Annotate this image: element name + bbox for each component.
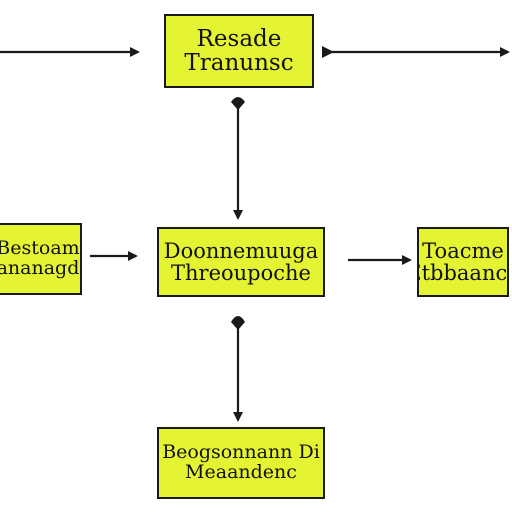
arrow-tail-top-right <box>322 46 334 58</box>
node-bottom: Beogsonnann Di Meaandenc <box>157 427 325 499</box>
node-center-line2: Threoupoche <box>171 261 311 285</box>
node-top-line1: Resade <box>196 25 282 52</box>
node-bottom-line2: Meaandenc <box>185 461 297 483</box>
node-right-line1: Toacme <box>422 238 504 263</box>
node-right-line2: Etbbaanca <box>419 261 508 285</box>
node-top: Resade Tranunsc <box>164 14 314 88</box>
node-left-line2: ananagd <box>0 257 80 279</box>
node-left-line1: Bestoam <box>0 237 80 260</box>
node-bottom-line1: Beogsonnann Di <box>162 441 320 464</box>
node-left: Bestoam ananagd <box>0 223 82 295</box>
node-top-line2: Tranunsc <box>184 50 294 76</box>
arrow-tail-center-bottom <box>231 316 245 330</box>
node-center: Doonnemuuga Threoupoche <box>157 227 325 297</box>
node-center-line1: Doonnemuuga <box>163 238 319 263</box>
arrow-tail-top-center <box>231 97 245 110</box>
node-right: Toacme Etbbaanca <box>417 227 509 297</box>
